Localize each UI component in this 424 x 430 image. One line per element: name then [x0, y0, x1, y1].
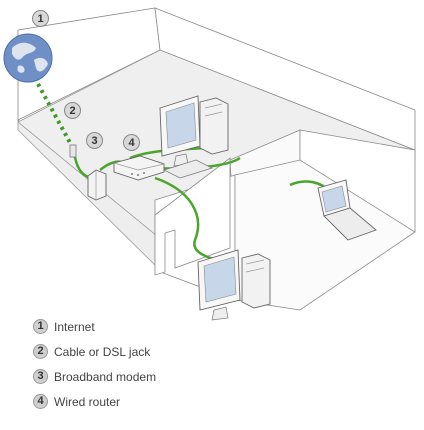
- legend-number-badge: 1: [33, 319, 48, 334]
- doorway-wall: [154, 157, 231, 276]
- internet-globe: [3, 33, 53, 83]
- desktop-computer-bottom: [197, 249, 271, 321]
- callout-internet: 1: [32, 10, 49, 27]
- legend: 1 Internet 2 Cable or DSL jack 3 Broadba…: [33, 314, 156, 414]
- legend-item-broadband-modem: 3 Broadband modem: [33, 364, 156, 389]
- cable-dsl-jack: [69, 144, 77, 158]
- callout-wired-router: 4: [123, 134, 140, 151]
- internet-link-dotted: [36, 83, 76, 151]
- wired-router: [113, 155, 165, 181]
- laptop-computer: [317, 179, 377, 241]
- back-wall-right: [154, 7, 416, 151]
- legend-label: Wired router: [54, 394, 121, 409]
- legend-item-wired-router: 4 Wired router: [33, 389, 156, 414]
- callout-cable-dsl-jack: 2: [64, 102, 81, 119]
- callout-broadband-modem: 3: [86, 132, 103, 149]
- broadband-modem: [87, 169, 107, 201]
- legend-label: Internet: [54, 319, 95, 334]
- legend-item-cable-dsl-jack: 2 Cable or DSL jack: [33, 339, 156, 364]
- legend-number-badge: 4: [33, 394, 48, 409]
- desktop-computer-main: [159, 95, 229, 179]
- legend-item-internet: 1 Internet: [33, 314, 156, 339]
- legend-label: Broadband modem: [54, 369, 157, 384]
- legend-number-badge: 3: [33, 369, 48, 384]
- legend-number-badge: 2: [33, 344, 48, 359]
- legend-label: Cable or DSL jack: [54, 344, 151, 359]
